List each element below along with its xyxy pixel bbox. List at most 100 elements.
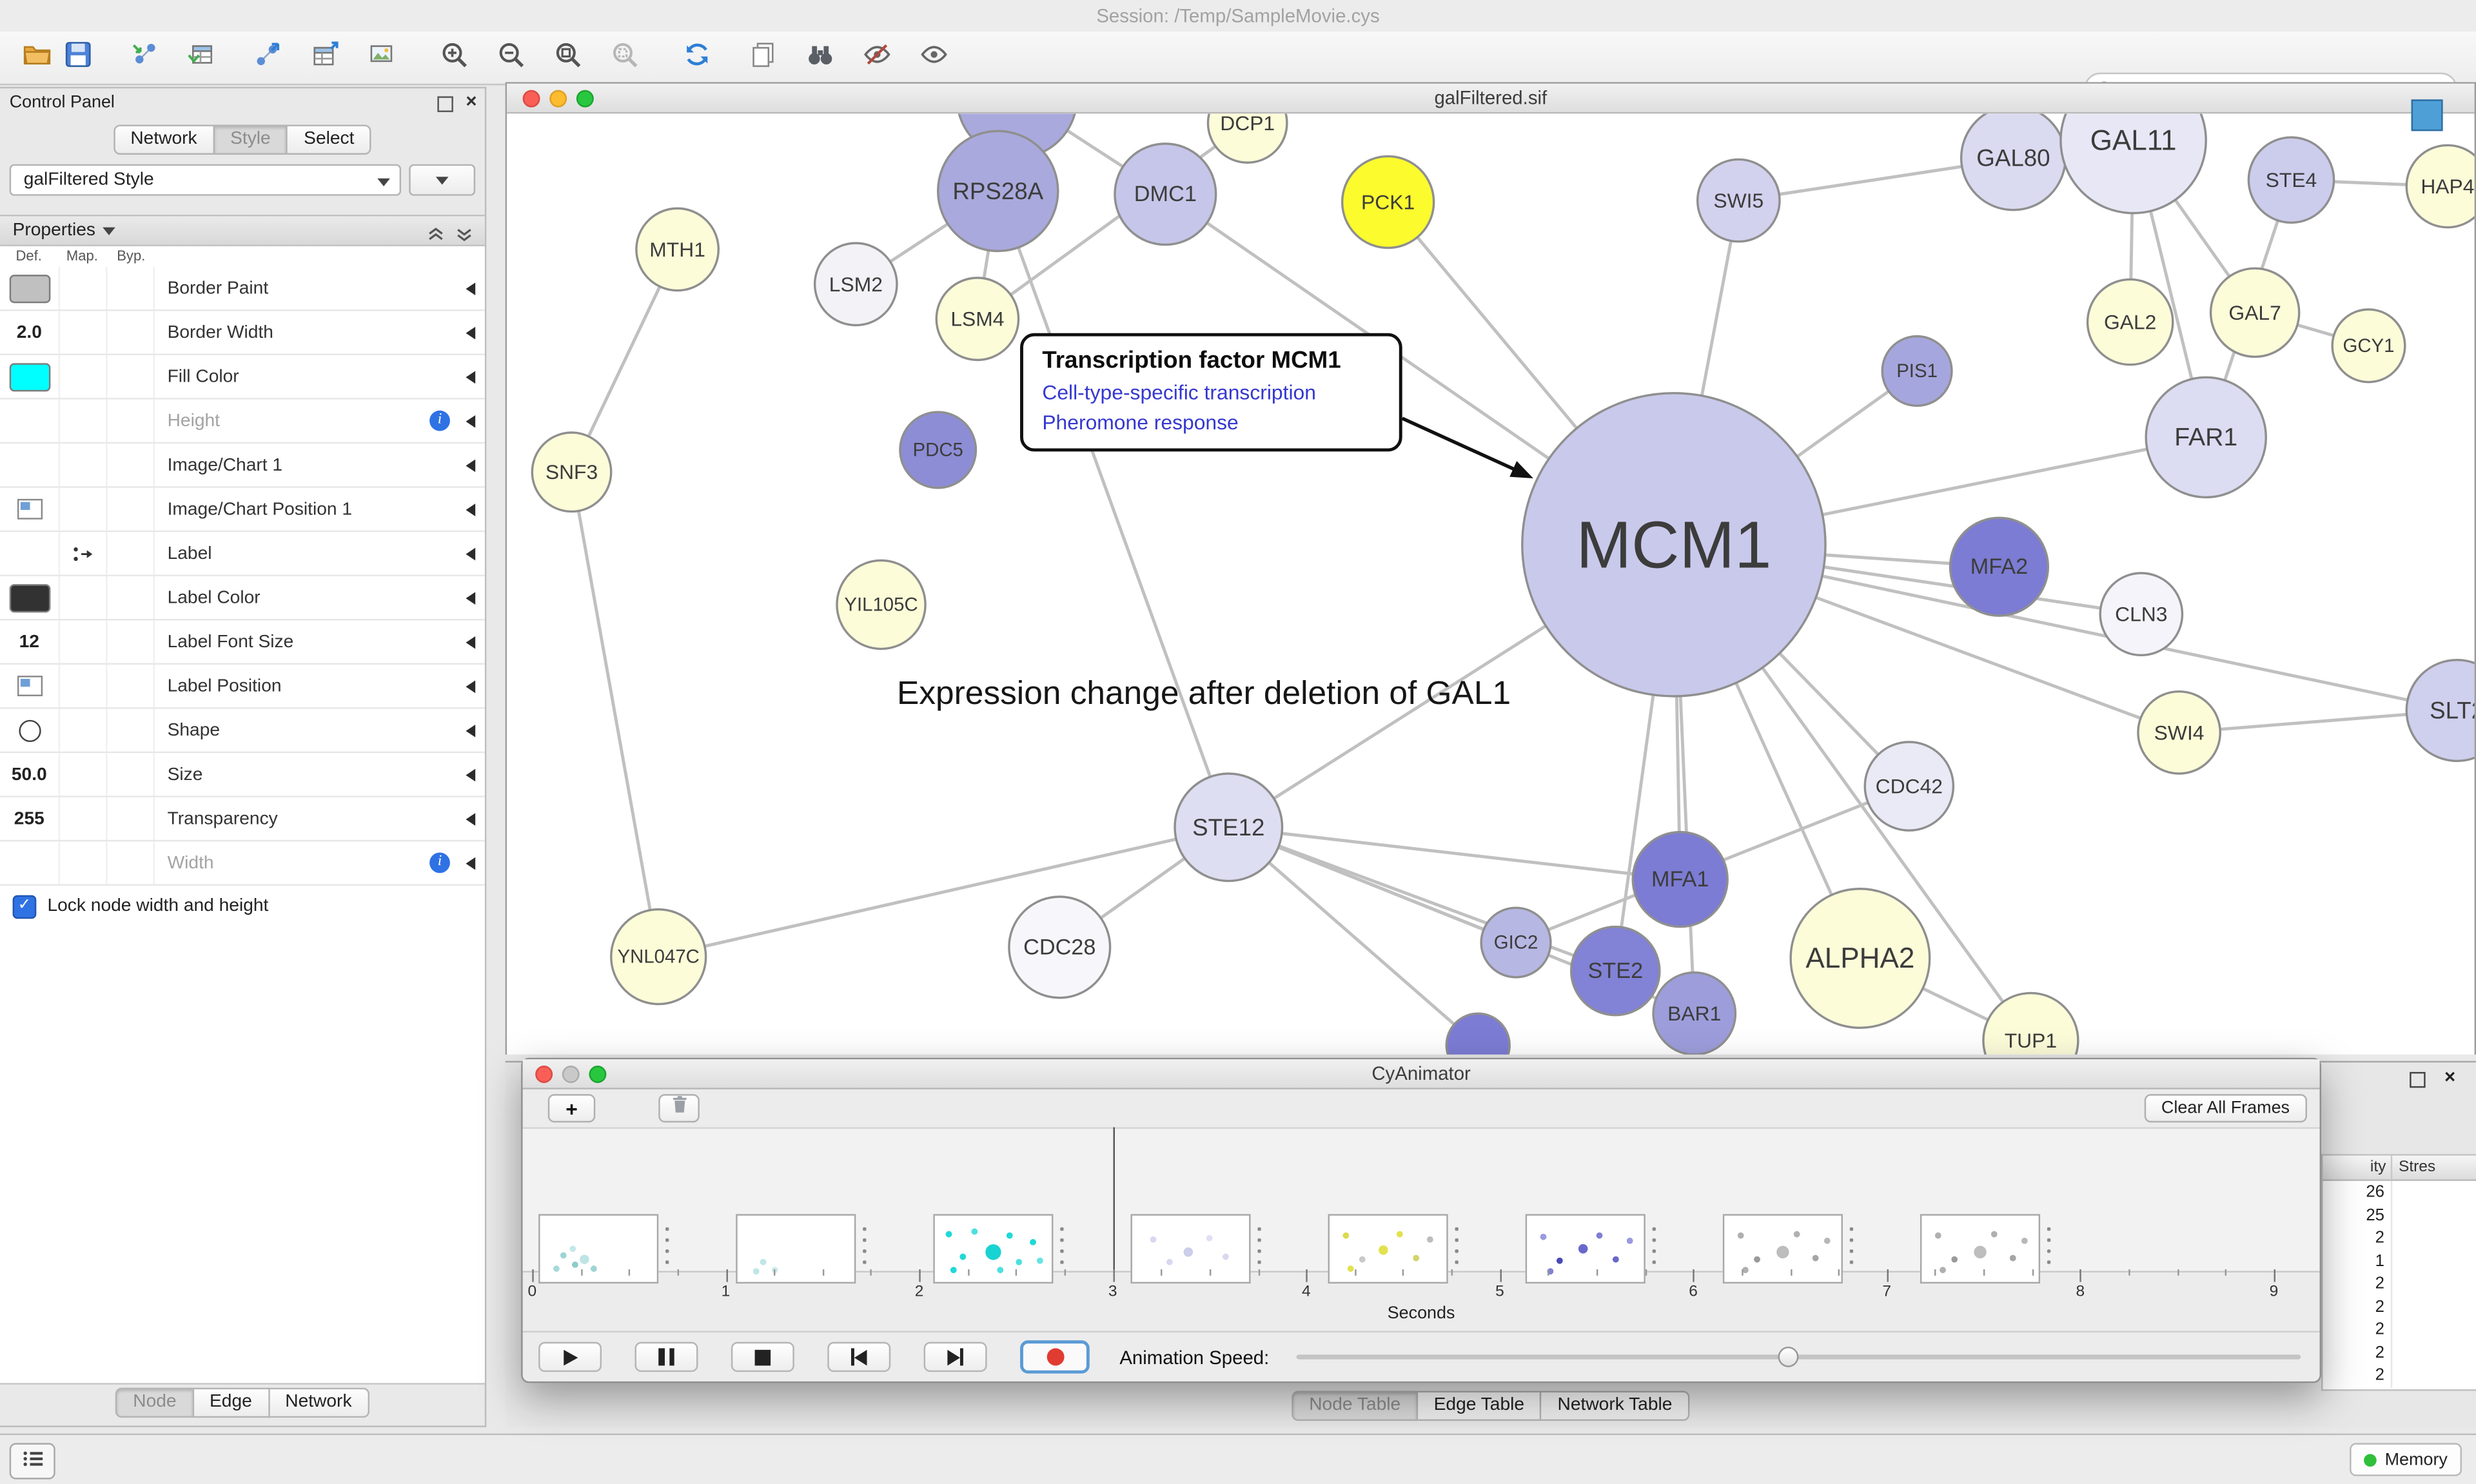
table-row[interactable]: 2 (2323, 1226, 2476, 1250)
frame-thumbnail-1[interactable] (538, 1214, 659, 1284)
go-to-start-button[interactable] (827, 1342, 891, 1372)
export-image-button[interactable] (360, 38, 401, 79)
save-session-button[interactable] (57, 38, 98, 79)
network-node-rps28a[interactable]: RPS28A (936, 130, 1059, 253)
network-node-cdc42[interactable]: CDC42 (1863, 741, 1955, 832)
expand-property-icon[interactable] (466, 326, 476, 339)
network-node-ste12[interactable]: STE12 (1174, 772, 1284, 883)
frame-thumbnail-8[interactable] (1920, 1214, 2041, 1284)
style-options-button[interactable] (409, 164, 476, 196)
pause-button[interactable] (634, 1342, 698, 1372)
table-row[interactable]: 2 (2323, 1295, 2476, 1318)
slider-knob[interactable] (1778, 1345, 1799, 1367)
expand-property-icon[interactable] (466, 812, 476, 825)
zoom-window-icon[interactable] (589, 1064, 607, 1082)
frame-grip[interactable] (1453, 1223, 1461, 1271)
close-window-icon[interactable] (535, 1064, 553, 1082)
expand-property-icon[interactable] (466, 458, 476, 472)
table-tab-node-table[interactable]: Node Table (1292, 1391, 1419, 1421)
expand-property-icon[interactable] (466, 635, 476, 649)
network-node-gal80[interactable]: GAL80 (1960, 113, 2067, 211)
property-mapping-label-position[interactable] (60, 665, 108, 708)
go-to-end-button[interactable] (923, 1342, 987, 1372)
table-row[interactable]: 2 (2323, 1318, 2476, 1342)
expand-property-icon[interactable] (466, 370, 476, 383)
expand-property-icon[interactable] (466, 679, 476, 692)
network-node-yil105c[interactable]: YIL105C (836, 559, 927, 650)
frame-grip[interactable] (2045, 1223, 2053, 1271)
frame-grip[interactable] (1057, 1223, 1066, 1271)
network-node-unk1[interactable] (1445, 1012, 1511, 1055)
expand-property-icon[interactable] (466, 547, 476, 560)
property-default-size[interactable]: 50.0 (0, 753, 61, 796)
frame-thumbnail-2[interactable] (736, 1214, 856, 1284)
expand-property-icon[interactable] (466, 768, 476, 781)
network-edge-ste12-mfa1[interactable] (1228, 825, 1680, 881)
control-tab-select[interactable]: Select (288, 124, 372, 155)
expand-property-icon[interactable] (466, 503, 476, 516)
export-table-button[interactable] (303, 38, 344, 79)
property-mapping-border-width[interactable] (60, 311, 108, 354)
network-node-alpha2[interactable]: ALPHA2 (1789, 888, 1931, 1030)
minimize-window-icon[interactable] (549, 89, 567, 107)
property-mapping-shape[interactable] (60, 708, 108, 752)
property-mapping-transparency[interactable] (60, 797, 108, 840)
network-edge-rps28a-ste12[interactable] (996, 190, 1230, 828)
property-default-border-paint[interactable] (0, 266, 61, 310)
property-mapping-fill-color[interactable] (60, 355, 108, 398)
network-node-gic2[interactable]: GIC2 (1480, 906, 1552, 979)
network-node-lsm4[interactable]: LSM4 (935, 277, 1020, 362)
network-node-ste4[interactable]: STE4 (2247, 136, 2335, 224)
property-bypass-transparency[interactable] (108, 797, 155, 840)
open-session-button[interactable] (15, 38, 57, 79)
property-default-transparency[interactable]: 255 (0, 797, 61, 840)
network-edge-ste12-unk1[interactable] (1227, 826, 1479, 1047)
annotation-link[interactable]: Pheromone response (1042, 410, 1239, 434)
property-row-label-position[interactable]: Label Position (0, 665, 485, 709)
network-node-slt2[interactable]: SLT2 (2405, 658, 2475, 763)
float-panel-icon[interactable] (2410, 1071, 2426, 1088)
frames-timeline-strip[interactable] (522, 1127, 2320, 1284)
property-row-shape[interactable]: Shape (0, 708, 485, 754)
expand-property-icon[interactable] (466, 414, 476, 427)
stop-button[interactable] (731, 1342, 794, 1372)
annotation-box[interactable]: Transcription factor MCM1 Cell-type-spec… (1020, 333, 1402, 452)
expand-property-icon[interactable] (466, 591, 476, 604)
property-bypass-shape[interactable] (108, 708, 155, 752)
annotation-link[interactable]: Cell-type-specific transcription (1042, 380, 1316, 404)
birdseye-view-icon[interactable] (2411, 99, 2443, 132)
property-bypass-fill-color[interactable] (108, 355, 155, 398)
property-bypass-image-chart-1[interactable] (108, 444, 155, 487)
property-mapping-border-paint[interactable] (60, 266, 108, 310)
property-bypass-size[interactable] (108, 753, 155, 796)
style-dropdown[interactable]: galFiltered Style (9, 164, 402, 196)
network-node-far1[interactable]: FAR1 (2145, 376, 2268, 499)
property-bypass-border-width[interactable] (108, 311, 155, 354)
property-bypass-width[interactable] (108, 841, 155, 884)
import-network-button[interactable] (123, 38, 164, 79)
network-node-mfa1[interactable]: MFA1 (1631, 830, 1729, 928)
zoom-in-button[interactable] (433, 38, 474, 79)
network-node-ynl047c[interactable]: YNL047C (610, 908, 707, 1006)
property-mapping-image-chart-position-1[interactable] (60, 487, 108, 531)
refresh-layout-button[interactable] (676, 38, 717, 79)
delete-frame-button[interactable] (658, 1094, 700, 1123)
network-node-cln3[interactable]: CLN3 (2099, 572, 2184, 657)
text-annotation[interactable]: Expression change after deletion of GAL1 (897, 676, 1511, 712)
property-bypass-height[interactable] (108, 399, 155, 442)
expand-property-icon[interactable] (466, 282, 476, 295)
property-row-image-chart-position-1[interactable]: Image/Chart Position 1 (0, 487, 485, 532)
frame-thumbnail-5[interactable] (1328, 1214, 1448, 1284)
style-target-tab-edge[interactable]: Edge (193, 1387, 270, 1418)
property-default-border-width[interactable]: 2.0 (0, 311, 61, 354)
expand-all-icon[interactable] (455, 222, 475, 242)
network-edge-dcp1-lsm4[interactable] (976, 122, 1249, 320)
property-row-border-paint[interactable]: Border Paint (0, 266, 485, 311)
property-row-fill-color[interactable]: Fill Color (0, 355, 485, 400)
network-node-bar1[interactable]: BAR1 (1652, 971, 1737, 1055)
collapse-all-icon[interactable] (426, 222, 447, 241)
network-node-snf3[interactable]: SNF3 (531, 431, 613, 513)
